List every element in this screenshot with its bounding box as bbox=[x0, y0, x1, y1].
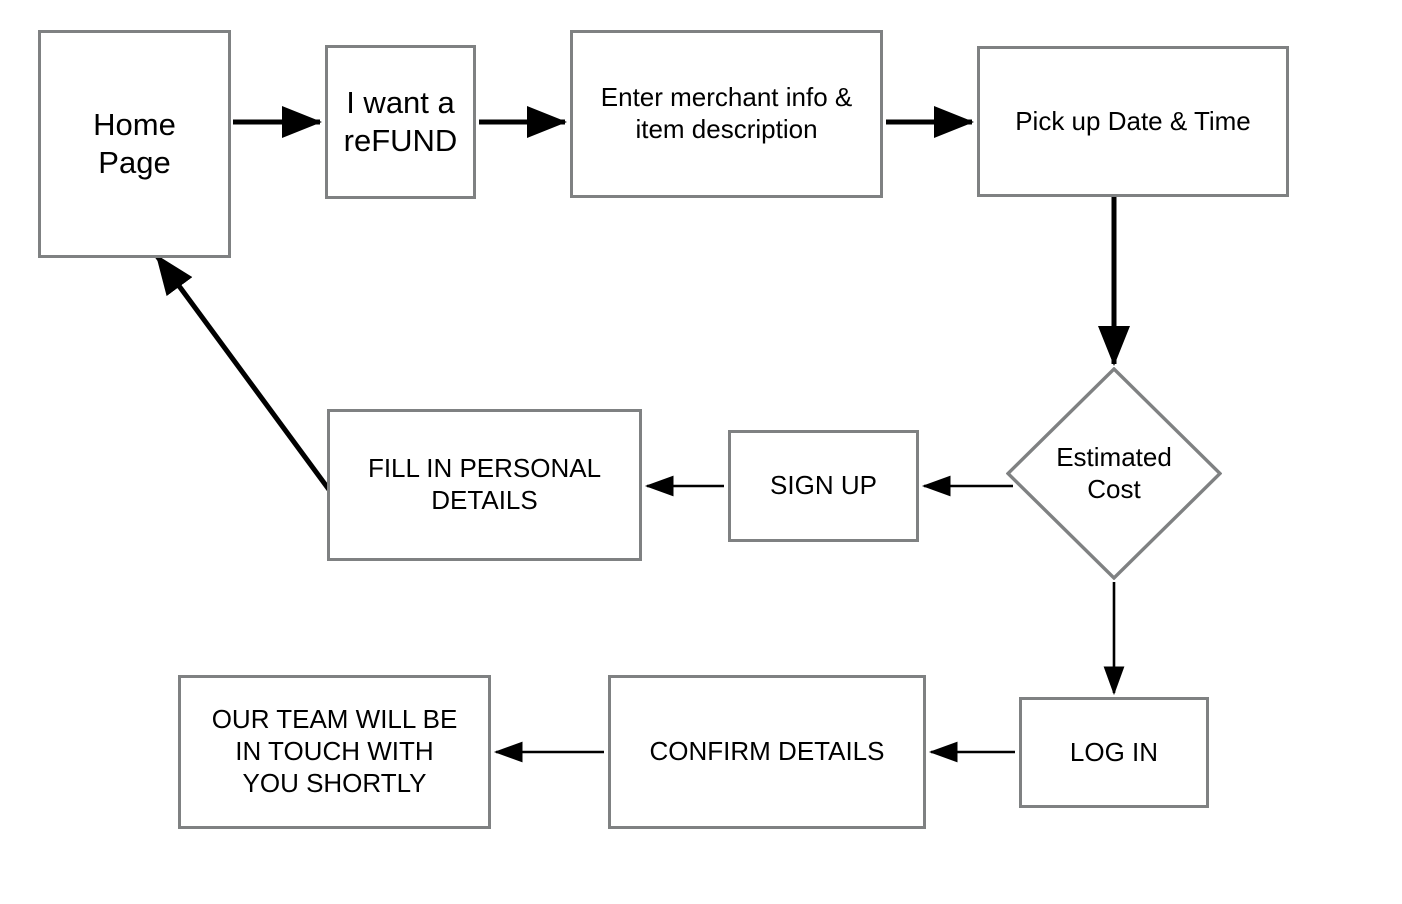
node-i-want-a-refund[interactable]: I want a reFUND bbox=[325, 45, 476, 199]
node-home-page-label: Home Page bbox=[93, 107, 176, 180]
node-estimated-cost[interactable]: Estimated Cost bbox=[1006, 367, 1222, 580]
node-our-team-will-be-in-touch-label: OUR TEAM WILL BE IN TOUCH WITH YOU SHORT… bbox=[211, 704, 458, 798]
node-log-in[interactable]: LOG IN bbox=[1019, 697, 1209, 808]
node-pick-up-date-time-label: Pick up Date & Time bbox=[1015, 105, 1251, 136]
node-enter-merchant-info[interactable]: Enter merchant info & item description bbox=[570, 30, 883, 198]
node-sign-up-label: SIGN UP bbox=[770, 470, 877, 501]
node-fill-in-personal-details[interactable]: FILL IN PERSONAL DETAILS bbox=[327, 409, 642, 561]
node-i-want-a-refund-label: I want a reFUND bbox=[343, 85, 458, 158]
node-fill-in-personal-details-label: FILL IN PERSONAL DETAILS bbox=[367, 453, 602, 515]
node-confirm-details-label: CONFIRM DETAILS bbox=[649, 736, 885, 767]
node-sign-up[interactable]: SIGN UP bbox=[728, 430, 919, 542]
node-estimated-cost-label: Estimated Cost bbox=[1056, 441, 1172, 504]
node-home-page[interactable]: Home Page bbox=[38, 30, 231, 258]
node-our-team-will-be-in-touch[interactable]: OUR TEAM WILL BE IN TOUCH WITH YOU SHORT… bbox=[178, 675, 491, 829]
node-pick-up-date-time[interactable]: Pick up Date & Time bbox=[977, 46, 1289, 197]
node-confirm-details[interactable]: CONFIRM DETAILS bbox=[608, 675, 926, 829]
node-enter-merchant-info-label: Enter merchant info & item description bbox=[600, 82, 853, 144]
edge-fill-to-home bbox=[154, 254, 347, 512]
node-log-in-label: LOG IN bbox=[1069, 736, 1159, 767]
diamond-shape-icon bbox=[1006, 367, 1222, 580]
